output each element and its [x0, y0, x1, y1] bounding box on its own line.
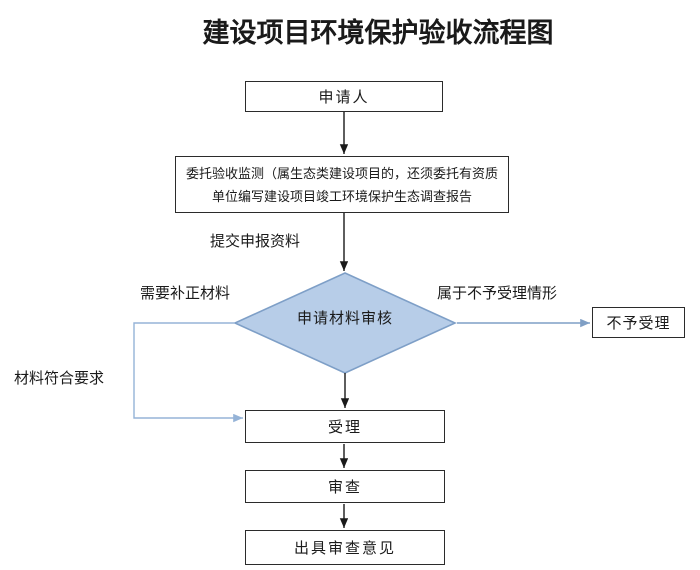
node-accept: 受理: [245, 410, 445, 443]
edge-label-materials-ok: 材料符合要求: [14, 370, 105, 387]
page-title: 建设项目环境保护验收流程图: [202, 18, 554, 48]
node-applicant-label: 申请人: [318, 89, 370, 106]
edge-label-not-accepted-case: 属于不予受理情形: [437, 285, 558, 302]
node-entrust-line2: 单位编写建设项目竣工环境保护生态调查报告: [211, 188, 472, 204]
node-issue-opinion: 出具审查意见: [245, 530, 445, 565]
node-accept-label: 受理: [327, 419, 362, 436]
node-reject: 不予受理: [592, 307, 685, 338]
node-review-label: 申请材料审核: [296, 310, 393, 327]
node-entrust-line1: 委托验收监测（属生态类建设项目的，还须委托有资质: [185, 165, 498, 181]
edge-review-loop-to-accept: [133, 322, 243, 423]
edge-label-submit-materials: 提交申报资料: [210, 233, 301, 250]
node-examine: 审查: [245, 470, 445, 503]
node-examine-label: 审查: [327, 479, 362, 496]
edge-label-need-supplement: 需要补正材料: [140, 285, 231, 302]
node-reject-label: 不予受理: [606, 315, 671, 332]
node-applicant: 申请人: [245, 81, 443, 112]
node-entrust-monitoring: 委托验收监测（属生态类建设项目的，还须委托有资质 单位编写建设项目竣工环境保护生…: [175, 156, 509, 213]
node-issue-opinion-label: 出具审查意见: [293, 540, 396, 557]
